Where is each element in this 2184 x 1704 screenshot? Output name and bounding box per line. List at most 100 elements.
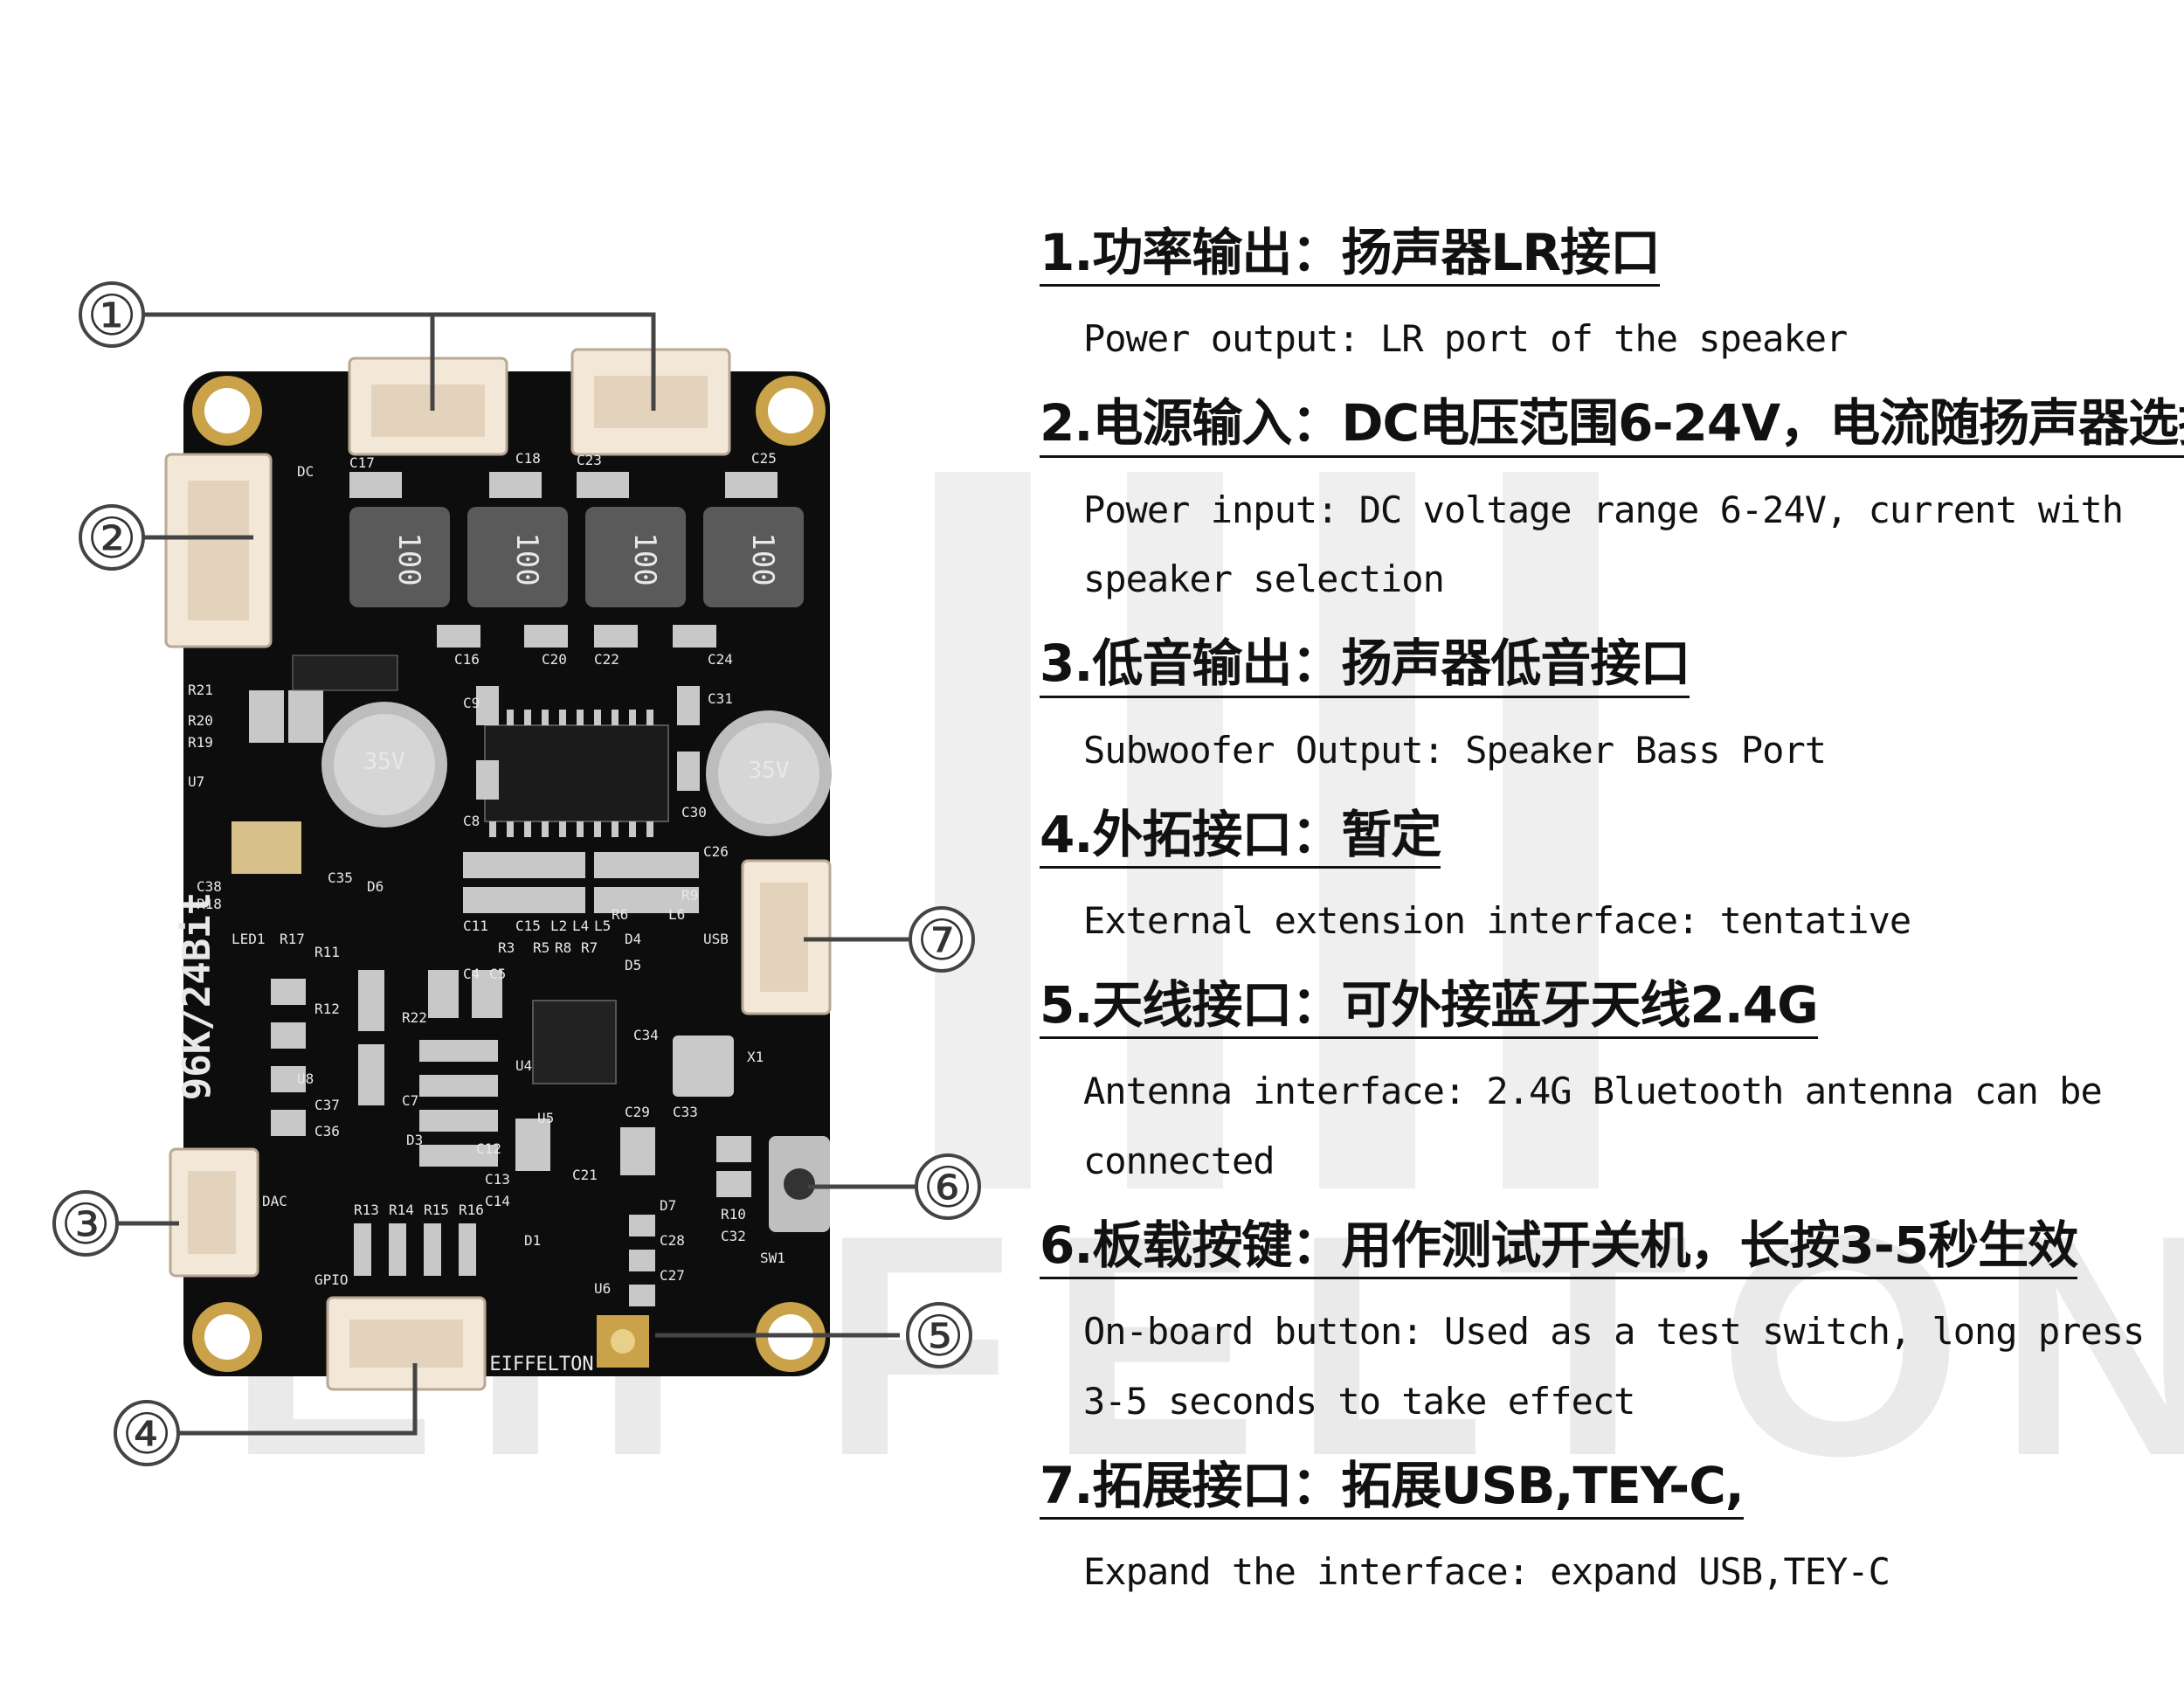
feature-item-5: 5.天线接口：可外接蓝牙天线2.4G Antenna interface: 2.…	[1040, 975, 2167, 1196]
svg-text:C13: C13	[485, 1171, 510, 1188]
svg-text:U8: U8	[297, 1070, 314, 1087]
callout-7	[909, 906, 975, 973]
antenna-connector	[597, 1315, 649, 1368]
electrolytic-capacitors: 35V 35V	[321, 702, 832, 836]
svg-text:DC: DC	[297, 463, 314, 480]
svg-text:C37: C37	[314, 1097, 340, 1113]
callout-leader-lines	[118, 312, 922, 1436]
inductor-mark: 100	[391, 532, 426, 585]
svg-text:L4: L4	[572, 918, 589, 934]
bluetooth-chip	[532, 1000, 617, 1084]
speaker-connectors	[348, 348, 731, 456]
feature-item-3: 3.低音输出：扬声器低音接口 Subwoofer Output: Speaker…	[1040, 634, 2167, 785]
svg-text:R6: R6	[612, 906, 628, 923]
svg-text:C25: C25	[751, 450, 777, 467]
svg-text:C23: C23	[577, 452, 602, 468]
svg-text:R10: R10	[721, 1206, 746, 1223]
svg-text:②: ②	[86, 507, 136, 571]
svg-text:D4: D4	[625, 931, 641, 947]
capacitor-mark: 35V	[749, 758, 790, 784]
svg-text:⑥: ⑥	[923, 1156, 972, 1221]
svg-text:GPIO: GPIO	[314, 1271, 349, 1288]
svg-text:R16: R16	[459, 1202, 484, 1218]
svg-text:C12: C12	[476, 1140, 501, 1157]
svg-text:④: ④	[121, 1403, 171, 1467]
svg-text:C34: C34	[633, 1027, 659, 1043]
svg-text:L2: L2	[550, 918, 567, 934]
feature-subtitle: Power output: LR port of the speaker	[1083, 317, 1848, 361]
feature-subtitle: Power input: DC voltage range 6-24V, cur…	[1083, 488, 2124, 601]
board-resolution-label: 96K/24Bit	[175, 892, 219, 1100]
svg-text:D1: D1	[524, 1232, 541, 1249]
svg-text:R12: R12	[314, 1001, 340, 1017]
svg-text:R8: R8	[555, 939, 571, 956]
svg-text:①: ①	[86, 284, 136, 349]
svg-text:C9: C9	[463, 695, 480, 711]
feature-title: 1.功率输出：扬声器LR接口	[1040, 223, 1661, 287]
svg-text:C29: C29	[625, 1104, 650, 1120]
svg-text:C20: C20	[542, 651, 567, 668]
feature-title: 6.板载按键：用作测试开关机，长按3-5秒生效	[1040, 1216, 2078, 1280]
inductor-mark: 100	[745, 532, 780, 585]
svg-text:C30: C30	[681, 804, 707, 821]
svg-text:D5: D5	[625, 957, 641, 973]
svg-text:C35: C35	[328, 869, 353, 886]
feature-title: 5.天线接口：可外接蓝牙天线2.4G	[1040, 975, 1819, 1040]
svg-text:R17: R17	[280, 931, 305, 947]
dc-power-connector	[164, 453, 273, 648]
inductor-mark: 100	[509, 532, 544, 585]
svg-text:R20: R20	[188, 712, 213, 729]
amplifier-chip	[484, 710, 669, 837]
callout-3	[52, 1190, 119, 1257]
onboard-button	[769, 1136, 830, 1232]
svg-text:C31: C31	[708, 690, 733, 707]
svg-text:C32: C32	[721, 1228, 746, 1244]
svg-text:D6: D6	[367, 878, 384, 895]
svg-text:C14: C14	[485, 1193, 510, 1209]
svg-text:C17: C17	[349, 454, 375, 471]
svg-text:C24: C24	[708, 651, 733, 668]
svg-text:R14: R14	[389, 1202, 414, 1218]
feature-subtitle: Antenna interface: 2.4G Bluetooth antenn…	[1083, 1070, 2103, 1182]
feature-subtitle: Subwoofer Output: Speaker Bass Port	[1083, 728, 1827, 772]
svg-text:C33: C33	[673, 1104, 698, 1120]
silkscreen-labels: C17 C18 C23 C25 C16 C20 C22 C24 C31 C30 …	[188, 450, 785, 1297]
feature-title: 2.电源输入：DC电压范围6-24V，电流随扬声器选择	[1040, 393, 2184, 458]
inductor-mark: 100	[627, 532, 662, 585]
board-logo-text: EIFFELTON	[489, 1354, 593, 1375]
svg-text:X1: X1	[747, 1049, 764, 1065]
svg-text:LED1: LED1	[232, 931, 266, 947]
svg-text:USB: USB	[703, 931, 729, 947]
svg-text:C26: C26	[703, 843, 729, 860]
feature-subtitle: External extension interface: tentative	[1083, 898, 1911, 942]
feature-title: 4.外拓接口：暂定	[1040, 805, 1441, 869]
feature-item-4: 4.外拓接口：暂定 External extension interface: …	[1040, 805, 2167, 956]
svg-text:C18: C18	[515, 450, 541, 467]
svg-text:C11: C11	[463, 918, 488, 934]
svg-text:C5: C5	[489, 966, 506, 982]
callout-1	[79, 281, 145, 348]
svg-text:C7: C7	[402, 1092, 418, 1109]
callout-6	[915, 1153, 981, 1220]
svg-text:R15: R15	[424, 1202, 449, 1218]
feature-title: 7.拓展接口：拓展USB,TEY-C,	[1040, 1456, 1745, 1520]
svg-text:R19: R19	[188, 734, 213, 751]
svg-text:C4: C4	[463, 966, 480, 982]
svg-text:C8: C8	[463, 813, 480, 829]
feature-item-7: 7.拓展接口：拓展USB,TEY-C, Expand the interface…	[1040, 1456, 2167, 1607]
svg-text:R18: R18	[197, 896, 222, 912]
svg-text:U5: U5	[537, 1110, 554, 1126]
watermark-graphic	[935, 472, 1599, 1188]
svg-text:R9: R9	[681, 887, 698, 904]
svg-text:C28: C28	[660, 1232, 685, 1249]
svg-text:U6: U6	[594, 1280, 611, 1297]
svg-text:⑦: ⑦	[916, 909, 966, 973]
svg-text:R3: R3	[498, 939, 515, 956]
svg-text:SW1: SW1	[760, 1250, 785, 1266]
svg-text:R13: R13	[354, 1202, 379, 1218]
crystal-oscillator	[673, 1036, 734, 1097]
svg-text:L5: L5	[594, 918, 611, 934]
svg-text:DAC: DAC	[262, 1193, 287, 1209]
svg-text:U4: U4	[515, 1057, 532, 1074]
